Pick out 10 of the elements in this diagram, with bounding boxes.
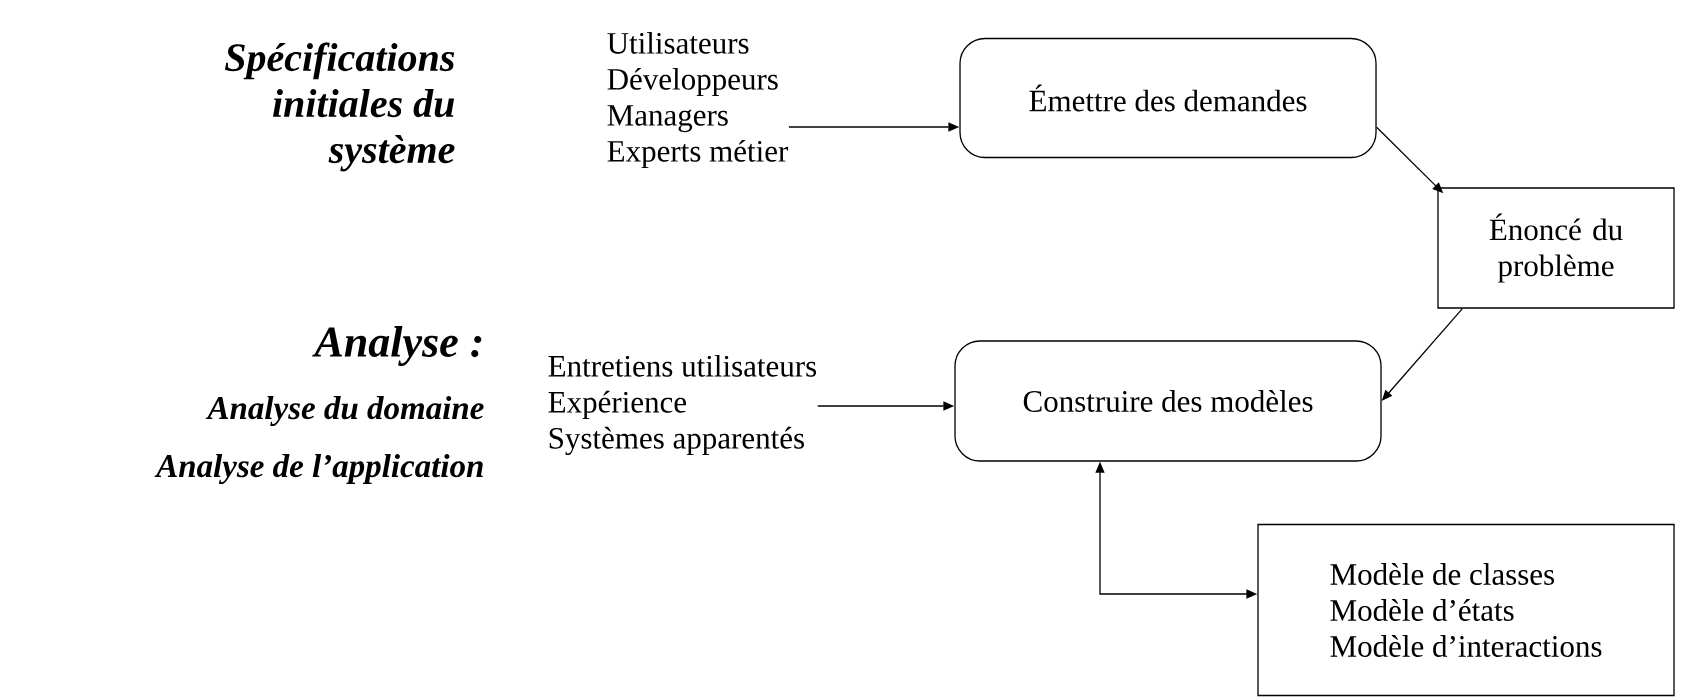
heading: Spécifications initiales du système — [225, 42, 455, 172]
process-box: Émettre des demandes — [959, 37, 1377, 159]
process-box: Construire des modèles — [954, 340, 1382, 462]
text-list: Entretiens utilisateurs Expérience Systèmes apparentés — [548, 354, 817, 456]
document-box: Énoncé du problème — [1437, 187, 1675, 309]
heading: Analyse : — [312, 326, 482, 366]
text-list: Utilisateurs Développeurs Managers Experts métier — [607, 31, 789, 169]
subheading: Analyse du domaine — [205, 396, 484, 426]
document-box: Modèle de classes Modèle d’états Modèle d’interactions — [1257, 523, 1675, 697]
subheading: Analyse de l’application — [154, 454, 483, 484]
